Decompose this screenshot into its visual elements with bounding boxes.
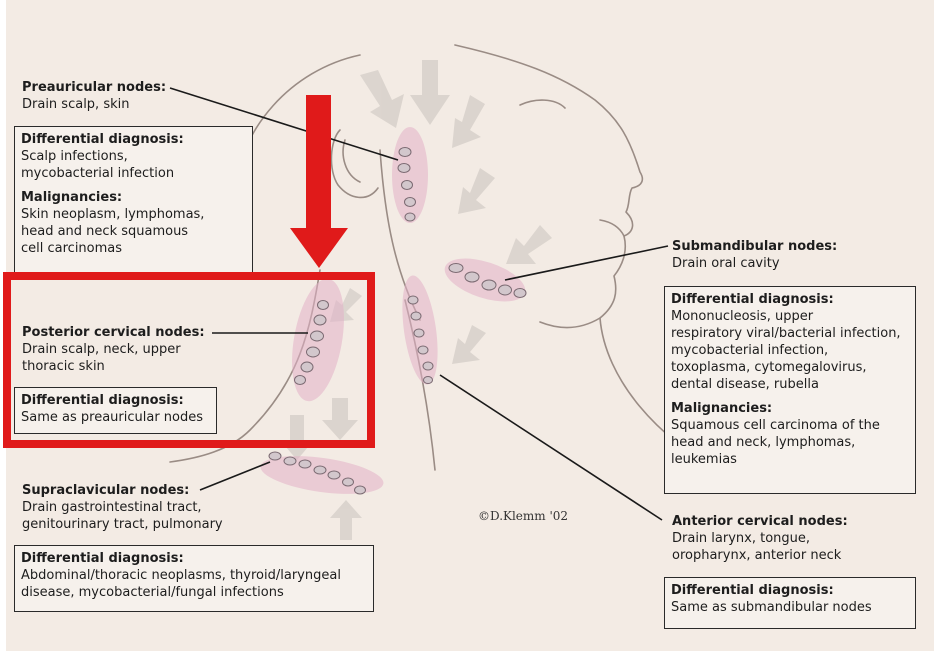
submandibular-label: Submandibular nodes: Drain oral cavity	[672, 238, 837, 272]
anterior-cervical-dd-line: Same as submandibular nodes	[671, 600, 872, 615]
drainage-arrows	[280, 60, 552, 540]
red-pointer-arrow-head	[290, 228, 348, 268]
supraclavicular-diagnosis-box: Differential diagnosis: Abdominal/thorac…	[14, 545, 374, 612]
preauricular-mal-title: Malignancies:	[21, 190, 123, 205]
red-pointer-arrow-shaft	[306, 95, 331, 230]
artist-credit: ©D.Klemm '02	[478, 509, 569, 523]
supraclavicular-dd-title: Differential diagnosis:	[21, 551, 184, 566]
preauricular-drain: Drain scalp, skin	[22, 97, 130, 112]
submandibular-dd-line: respiratory viral/bacterial infection,	[671, 326, 901, 341]
supraclavicular-title: Supraclavicular nodes:	[22, 483, 190, 498]
submandibular-drain: Drain oral cavity	[672, 256, 780, 271]
preauricular-mal-line: Skin neoplasm, lymphomas,	[21, 207, 205, 222]
submandibular-mal-title: Malignancies:	[671, 401, 773, 416]
anterior-cervical-dd-title: Differential diagnosis:	[671, 583, 834, 598]
posterior-cervical-diagnosis-box: Differential diagnosis: Same as preauric…	[14, 387, 217, 434]
supraclavicular-drain: Drain gastrointestinal tract,	[22, 500, 202, 515]
anterior-cervical-label: Anterior cervical nodes: Drain larynx, t…	[672, 513, 848, 564]
submandibular-mal-line: head and neck, lymphomas,	[671, 435, 856, 450]
preauricular-diagnosis-box: Differential diagnosis: Scalp infections…	[14, 126, 253, 273]
submandibular-dd-line: mycobacterial infection,	[671, 343, 829, 358]
preauricular-dd-line: Scalp infections,	[21, 149, 128, 164]
submandibular-mal-line: Squamous cell carcinoma of the	[671, 418, 880, 433]
preauricular-dd-line: mycobacterial infection	[21, 166, 175, 181]
submandibular-dd-line: toxoplasma, cytomegalovirus,	[671, 360, 867, 375]
preauricular-dd-title: Differential diagnosis:	[21, 132, 184, 147]
supraclavicular-label: Supraclavicular nodes: Drain gastrointes…	[22, 482, 223, 533]
submandibular-dd-line: Mononucleosis, upper	[671, 309, 814, 324]
preauricular-mal-line: head and neck squamous	[21, 224, 189, 239]
supraclavicular-dd-line: Abdominal/thoracic neoplasms, thyroid/la…	[21, 568, 341, 583]
preauricular-label: Preauricular nodes: Drain scalp, skin	[22, 79, 166, 113]
anterior-cervical-drain: oropharynx, anterior neck	[672, 548, 842, 563]
submandibular-title: Submandibular nodes:	[672, 239, 838, 254]
leader-lines	[169, 87, 669, 521]
supraclavicular-dd-line: disease, mycobacterial/fungal infections	[21, 585, 284, 600]
red-highlight-frame	[3, 272, 375, 448]
preauricular-mal-line: cell carcinomas	[21, 241, 123, 256]
posterior-cervical-title: Posterior cervical nodes:	[22, 325, 205, 340]
posterior-cervical-dd-line: Same as preauricular nodes	[21, 410, 204, 425]
preauricular-title: Preauricular nodes:	[22, 80, 167, 95]
submandibular-dd-line: dental disease, rubella	[671, 377, 819, 392]
lymph-nodes	[268, 147, 527, 495]
anterior-cervical-drain: Drain larynx, tongue,	[672, 531, 811, 546]
posterior-cervical-label: Posterior cervical nodes: Drain scalp, n…	[22, 324, 205, 375]
posterior-cervical-drain: Drain scalp, neck, upper	[22, 342, 181, 357]
submandibular-dd-title: Differential diagnosis:	[671, 292, 834, 307]
anterior-cervical-title: Anterior cervical nodes:	[672, 514, 848, 529]
submandibular-mal-line: leukemias	[671, 452, 737, 467]
supraclavicular-drain: genitourinary tract, pulmonary	[22, 517, 223, 532]
submandibular-diagnosis-box: Differential diagnosis: Mononucleosis, u…	[664, 286, 916, 494]
anterior-cervical-diagnosis-box: Differential diagnosis: Same as submandi…	[664, 577, 916, 629]
posterior-cervical-dd-title: Differential diagnosis:	[21, 393, 184, 408]
posterior-cervical-drain: thoracic skin	[22, 359, 105, 374]
